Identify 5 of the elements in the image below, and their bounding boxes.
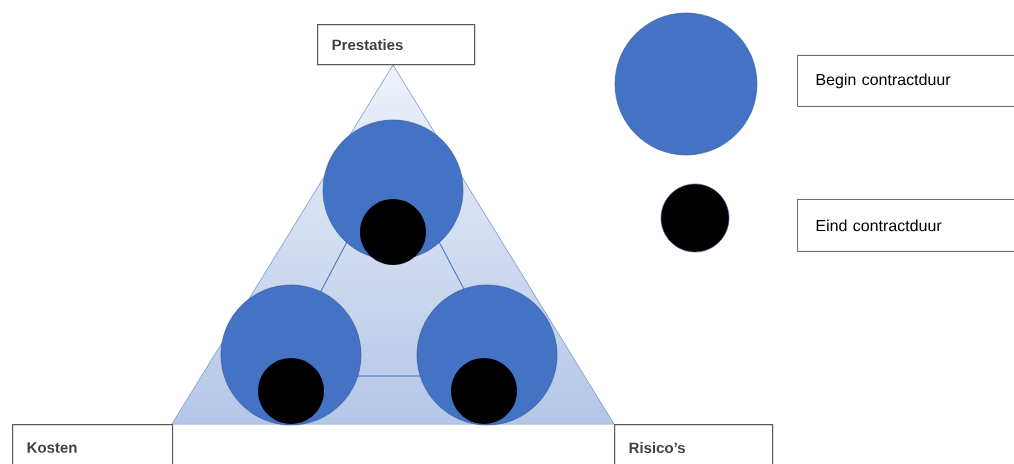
legend-box: Begin contractduur (797, 55, 1014, 107)
label-box: Prestaties (317, 24, 476, 66)
legend-box: Eind contractduur (797, 199, 1014, 252)
label-box: Risico’s (614, 424, 774, 464)
label-box: Kosten (12, 424, 174, 464)
